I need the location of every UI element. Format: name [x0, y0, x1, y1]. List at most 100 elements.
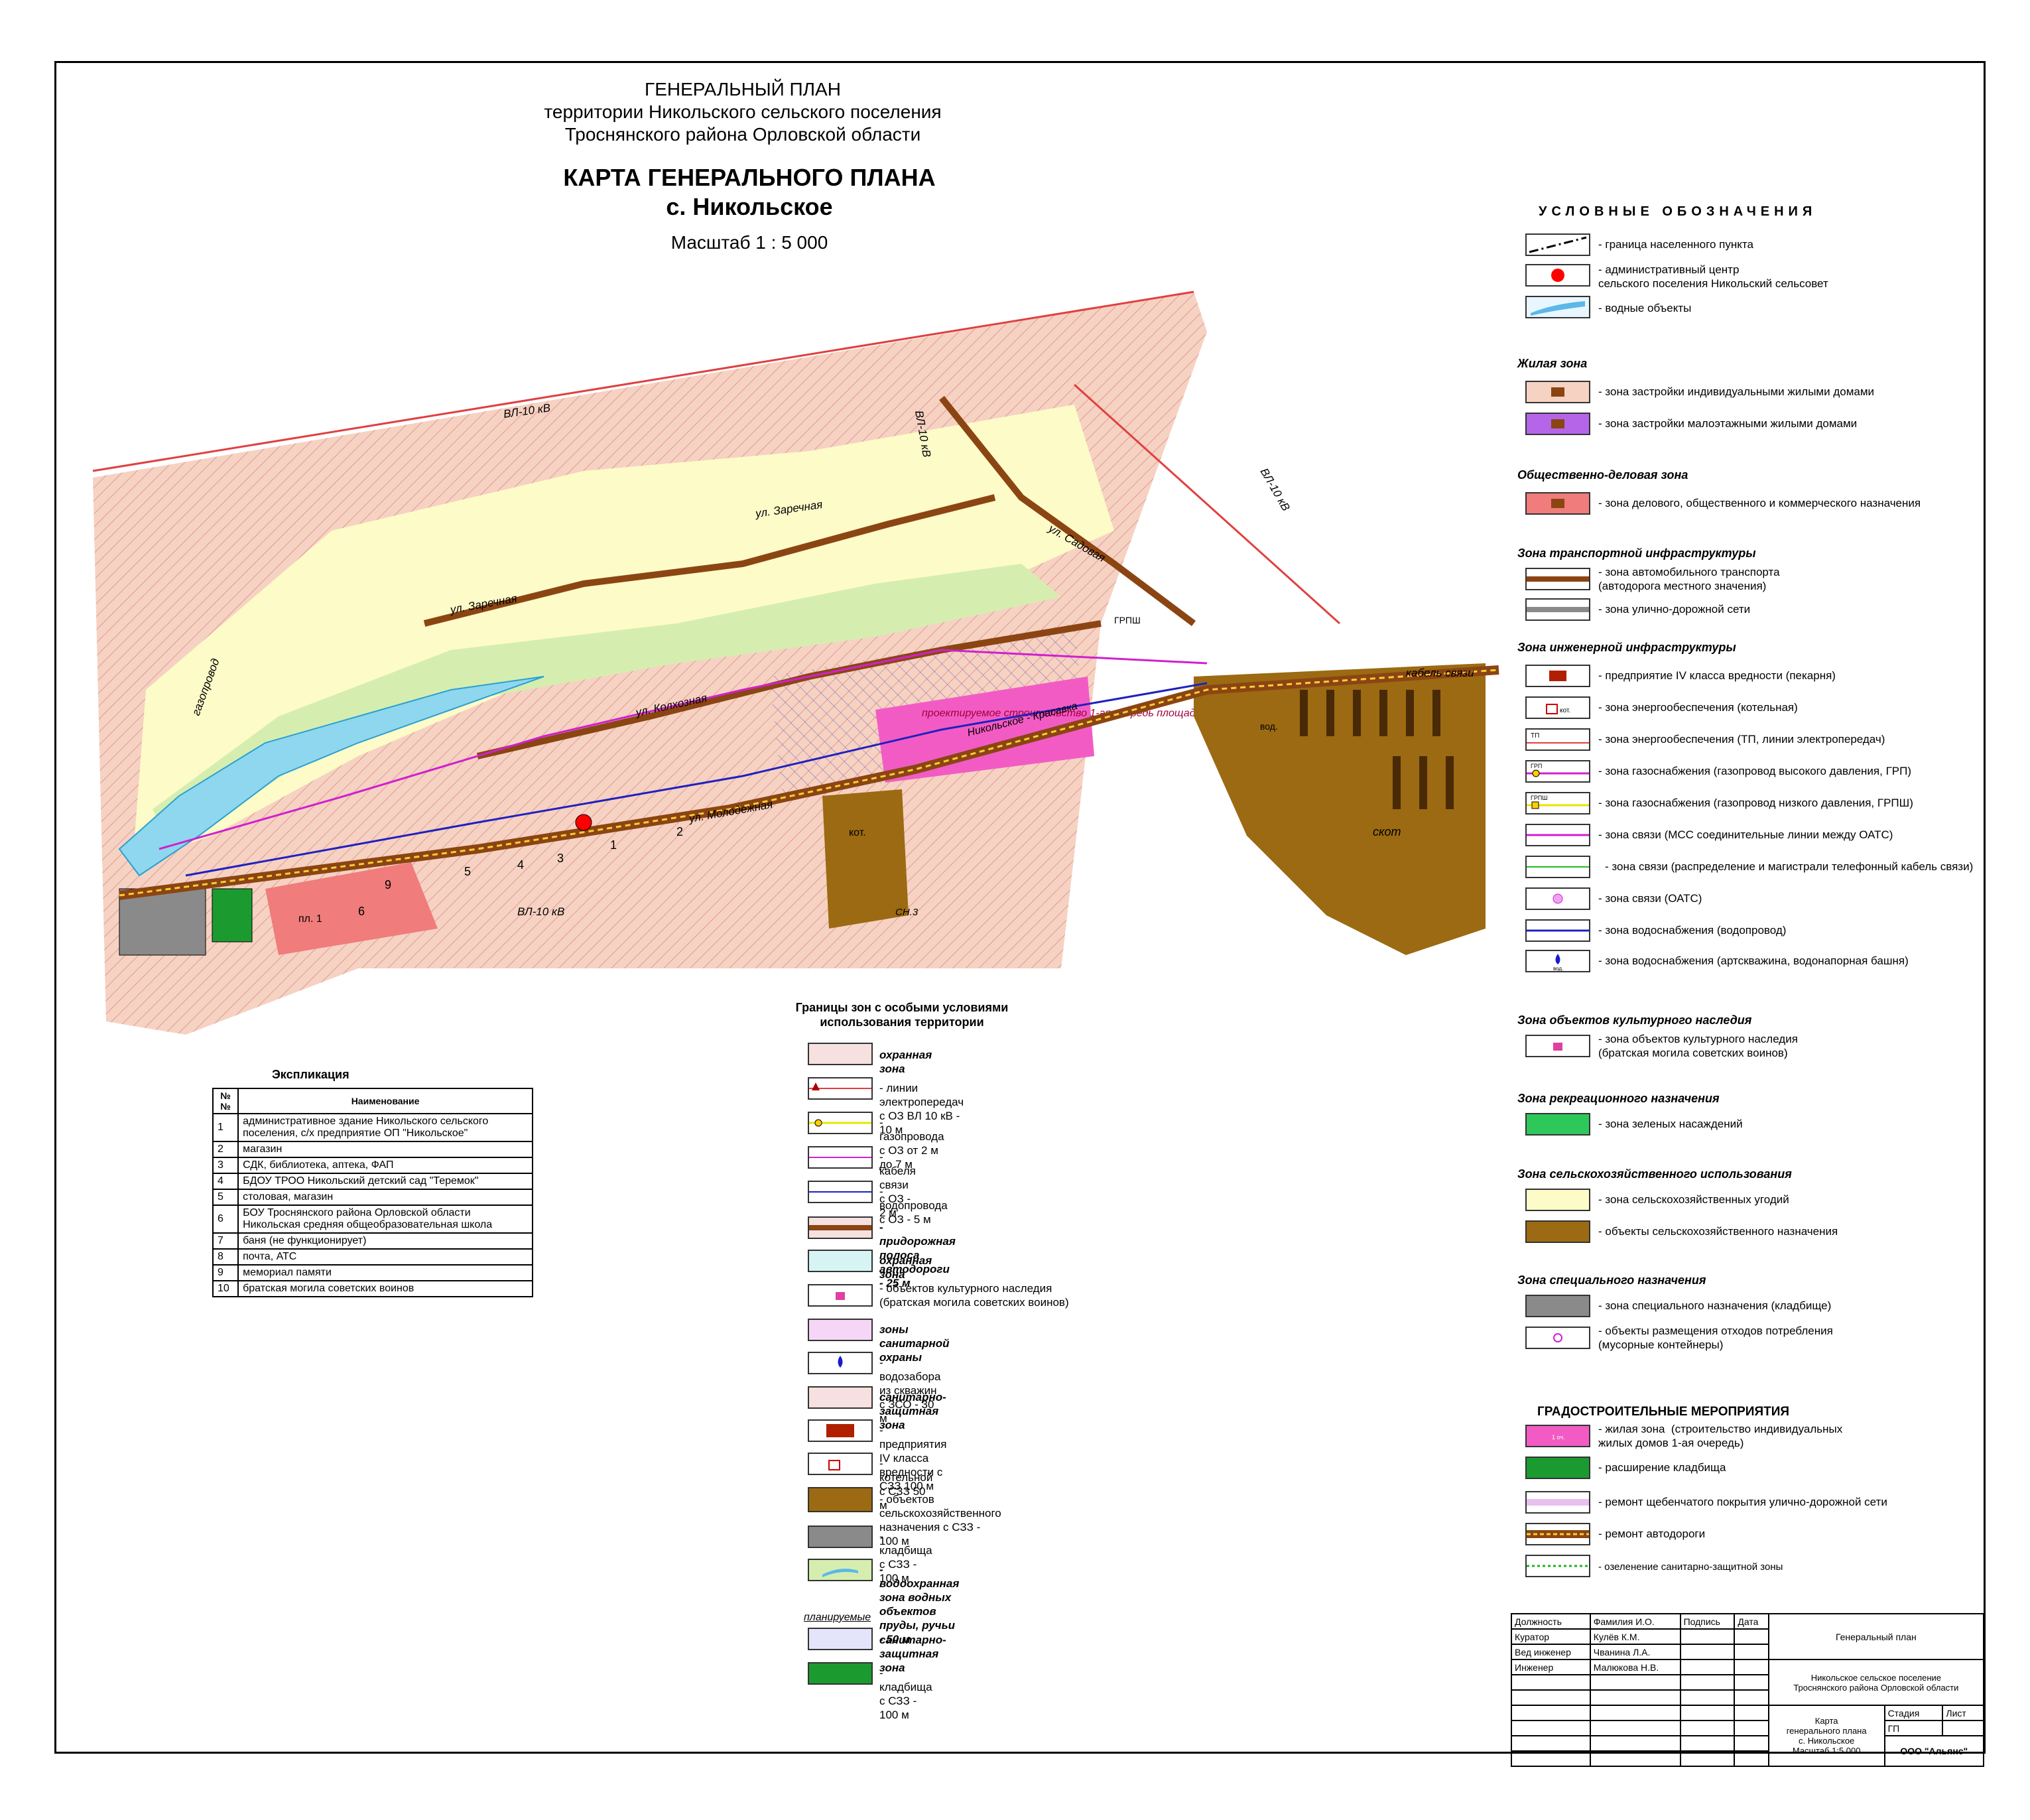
- power-line-vl10-east: [1073, 383, 1341, 625]
- livestock-complex[interactable]: [1194, 663, 1486, 955]
- obj-5-label: 5: [464, 865, 471, 878]
- svg-text:ГРП: ГРП: [1531, 763, 1542, 769]
- legend-agri-object: - объекты сельскохозяйственного назначен…: [1598, 1225, 1838, 1238]
- svg-text:ГРПШ: ГРПШ: [1531, 795, 1548, 801]
- map-title: КАРТА ГЕНЕРАЛЬНОГО ПЛАНА с. Никольское: [504, 163, 995, 222]
- zone-item-8: зоны санитарной охраны: [879, 1323, 950, 1364]
- stamp-doc: Генеральный план: [1767, 1613, 1985, 1660]
- swatch-lowrise: [1525, 413, 1590, 435]
- legend-boundary: - граница населенного пункта: [1598, 238, 1753, 251]
- swatch-gas-high: ГРП: [1525, 760, 1590, 783]
- vl-label-3: ВЛ-10 кВ: [1258, 466, 1293, 513]
- swatch-green: [1525, 1113, 1590, 1136]
- swatch-water: [1525, 296, 1590, 318]
- swatch-agri: [1525, 1189, 1590, 1211]
- zswatch-gas: [808, 1112, 873, 1134]
- swatch-agri-object: [1525, 1220, 1590, 1243]
- swatch-public: [1525, 492, 1590, 515]
- drawing-frame: [54, 61, 1986, 1754]
- road-repair-line: [119, 669, 1499, 897]
- swatch-boiler: кот.: [1525, 696, 1590, 719]
- legend-gas-high: - зона газоснабжения (газопровод высоког…: [1598, 765, 1912, 777]
- map-title-text: КАРТА ГЕНЕРАЛЬНОГО ПЛАНА: [563, 164, 936, 191]
- planned-label: проектируемое строительство 1-ая очередь…: [922, 708, 1233, 719]
- legend-section-engineering: Зона инженерной инфраструктуры: [1517, 641, 1736, 654]
- zswatch-agri: [808, 1487, 873, 1512]
- swatch-cable: [1525, 856, 1590, 878]
- swatch-boundary: [1525, 233, 1590, 256]
- water-pipeline: [185, 682, 1208, 877]
- legend-section-transport: Зона транспортной инфраструктуры: [1517, 547, 1756, 560]
- legend-water: - водные объекты: [1598, 302, 1692, 314]
- plan-header: ГЕНЕРАЛЬНЫЙ ПЛАН территории Никольского …: [531, 78, 955, 146]
- legend-residential-low: - зона застройки малоэтажными жилыми дом…: [1598, 417, 1858, 430]
- water-body: [118, 676, 544, 877]
- legend-admin-center: - административный центр сельского посел…: [1598, 263, 1828, 290]
- legend-tp: - зона энергообеспечения (ТП, линии элек…: [1598, 733, 1885, 746]
- legend-cemetery: - зона специального назначения (кладбище…: [1598, 1299, 1832, 1312]
- zone-item-10: санитарно-защитная зона: [879, 1391, 946, 1431]
- swatch-street: [1525, 598, 1590, 621]
- zswatch-protect: [808, 1043, 873, 1065]
- zone-item-0: охранная зона: [879, 1049, 932, 1075]
- zone-item-12: - котельной с СЗЗ 50 м: [879, 1457, 933, 1512]
- street-zarechnaya[interactable]: [423, 494, 996, 627]
- zswatch-szz: [808, 1386, 873, 1409]
- zone-item-3: - кабеля связи с ОЗ - 2 м: [879, 1151, 916, 1219]
- zone-item-6: охранная зона: [879, 1254, 932, 1281]
- power-line-vl10: [92, 291, 1194, 472]
- zswatch-heritage: [808, 1284, 873, 1307]
- swatch-cemetery-exp: [1525, 1457, 1590, 1479]
- zswatch-cemetery: [808, 1526, 873, 1548]
- cable-label: кабель связи: [1406, 667, 1474, 679]
- cemetery-expansion[interactable]: [212, 888, 253, 942]
- street-north[interactable]: [939, 395, 1196, 626]
- stamp-company: ООО "Альянс": [1883, 1735, 1985, 1767]
- header-line2: территории Никольского сельского поселен…: [544, 101, 942, 122]
- legend-cemetery-exp: - расширение кладбища: [1598, 1461, 1726, 1474]
- agri-object[interactable]: [822, 789, 909, 929]
- zswatch-waterprot: [808, 1559, 873, 1581]
- zone-item-14: - кладбища с СЗЗ - 100 м: [879, 1530, 932, 1585]
- admin-center-flag-icon[interactable]: [575, 814, 592, 831]
- explication-title: Экспликация: [272, 1068, 349, 1081]
- swatch-oats: [1525, 887, 1590, 910]
- swatch-mss: [1525, 824, 1590, 846]
- legend-road: - зона автомобильного транспорта (автодо…: [1598, 566, 1780, 592]
- swatch-residential: [1525, 381, 1590, 403]
- legend-section-measures: ГРАДОСТРОИТЕЛЬНЫЕ МЕРОПРИЯТИЯ: [1537, 1405, 1790, 1419]
- swatch-tp: ТП: [1525, 728, 1590, 751]
- zone-item-15: - водоохранная зона водных объектов пруд…: [879, 1563, 960, 1646]
- zone-item-7: - объектов культурного наследия (братска…: [879, 1282, 1069, 1309]
- sn-label: СН.3: [895, 907, 919, 918]
- legend-gravel: - ремонт щебенчатого покрытия улично-дор…: [1598, 1496, 1887, 1508]
- zswatch-power: [808, 1077, 873, 1100]
- vod-label: вод.: [1260, 721, 1278, 732]
- zones-title: Границы зон с особыми условиями использо…: [795, 1001, 1009, 1029]
- public-zone[interactable]: [265, 862, 438, 955]
- settlement-map[interactable]: проектируемое строительство 1-ая очередь…: [80, 252, 1512, 1061]
- legend-section-agri: Зона сельскохозяйственного использования: [1517, 1167, 1792, 1181]
- legend-section-residential: Жилая зона: [1517, 357, 1588, 370]
- cemetery-zone[interactable]: [119, 888, 206, 956]
- zone-item-4: - водопровода с ОЗ - 5 м: [879, 1185, 948, 1226]
- map-place: с. Никольское: [666, 193, 833, 220]
- planned-residential-zone[interactable]: [875, 677, 1094, 783]
- pl1-label: пл. 1: [298, 913, 322, 925]
- vl-label-2: ВЛ-10 кВ: [517, 905, 564, 918]
- legend-well: - зона водоснабжения (артскважина, водон…: [1598, 954, 1909, 967]
- legend-cable: - зона связи (распределение и магистрали…: [1605, 860, 1974, 873]
- swatch-well: вод.: [1525, 950, 1590, 972]
- planned-item-1: - кладбища с СЗЗ - 100 м: [879, 1667, 932, 1721]
- green-zone: [153, 564, 1061, 849]
- legend-agri: - зона сельскохозяйственных угодий: [1598, 1193, 1789, 1206]
- legend-planned-res: - жилая зона (строительство индивидуальн…: [1598, 1423, 1843, 1449]
